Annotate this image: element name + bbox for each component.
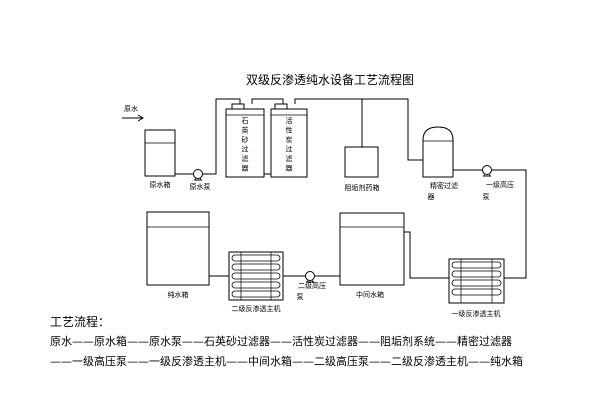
- ro-unit-2: [228, 251, 284, 301]
- precision-filter: [422, 126, 454, 178]
- quartz-sand-filter: [225, 103, 265, 178]
- process-line-1: 原水——原水箱——原水泵——石英砂过滤器——活性炭过滤器——阻垢剂系统——精密过…: [50, 335, 512, 348]
- process-heading: 工艺流程：: [50, 315, 111, 329]
- quartz-sand-filter-label: 石英砂过滤器: [242, 117, 249, 173]
- raw-water-inlet-label: 原水: [124, 104, 138, 113]
- process-line-2: ——一级高压泵——一级反渗透主机——中间水箱——二级高压泵——二级反渗透主机——…: [50, 355, 523, 368]
- precision-filter-label: 精密过滤器: [428, 181, 459, 201]
- raw-water-pump-icon: [193, 169, 203, 181]
- hp-pump-1-label: 一级高压泵: [483, 180, 515, 201]
- activated-carbon-filter-label: 活性炭过滤器: [286, 116, 293, 173]
- hp-pump-1-icon: [482, 165, 492, 177]
- ro-unit-2-label: 二级反渗透主机: [232, 304, 281, 313]
- hp-pump-2-label: 二级高压泵: [297, 281, 327, 301]
- middle-water-tank: [339, 212, 405, 286]
- raw-water-tank: [144, 129, 176, 177]
- raw-water-inlet-arrow-icon: [122, 114, 144, 122]
- pure-water-tank: [146, 211, 210, 286]
- antiscalant-tank: [344, 146, 379, 178]
- hp-pump-2-icon: [305, 271, 315, 283]
- pure-water-tank-label: 纯水箱: [168, 290, 189, 299]
- diagram-title: 双级反渗透纯水设备工艺流程图: [246, 72, 414, 87]
- activated-carbon-filter: [270, 103, 308, 178]
- raw-water-tank-label: 原水箱: [150, 180, 171, 189]
- ro-unit-1: [448, 258, 505, 304]
- ro-unit-1-label: 一级反渗透主机: [452, 309, 501, 318]
- middle-water-tank-label: 中间水箱: [356, 290, 384, 299]
- antiscalant-tank-label: 阻垢剂药箱: [345, 183, 380, 192]
- raw-water-pump-label: 原水泵: [190, 182, 211, 191]
